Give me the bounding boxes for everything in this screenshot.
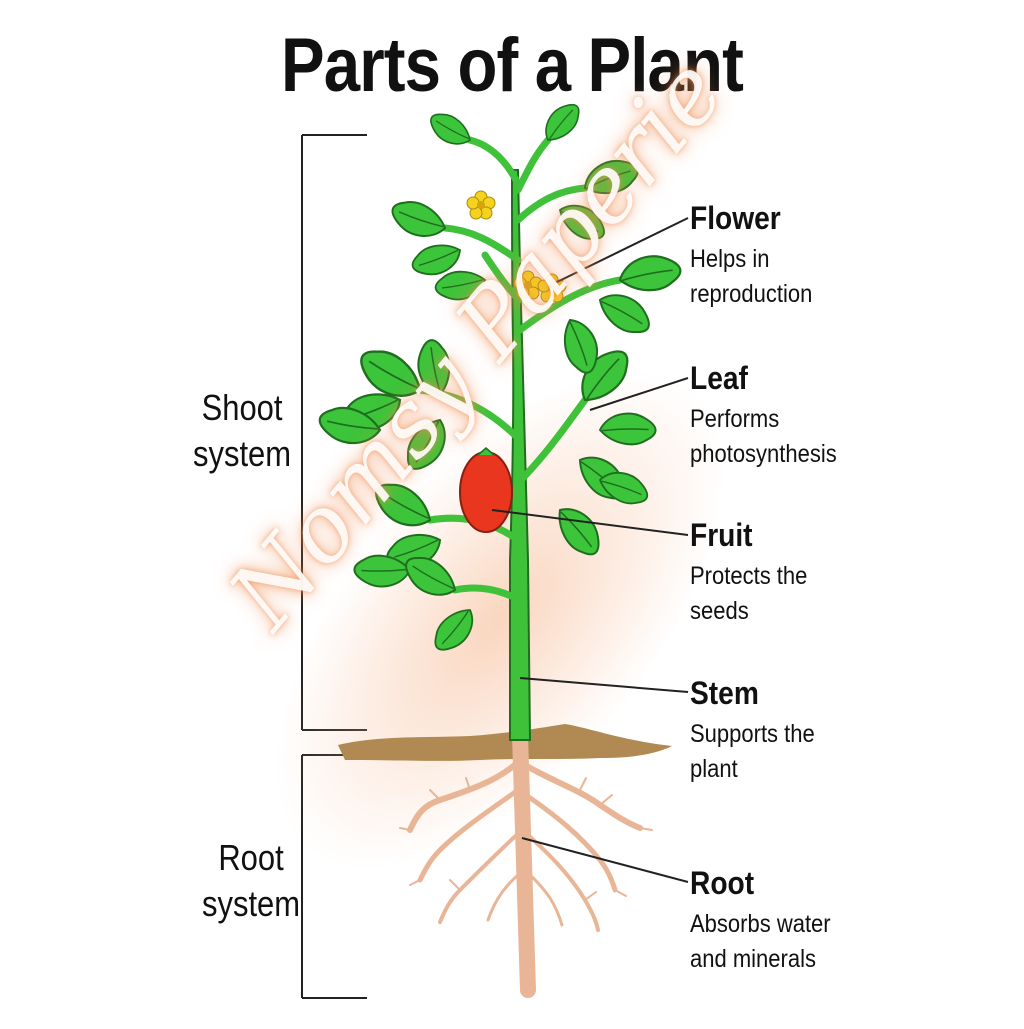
shoot-system-line1: Shoot [201, 387, 283, 428]
part-leaf: Leaf Performs photosynthesis [690, 360, 857, 472]
soil-surface [338, 724, 672, 761]
part-stem: Stem Supports the plant [690, 675, 832, 787]
part-name: Stem [690, 675, 759, 711]
leader-lines [491, 217, 689, 883]
part-description: Protects the seeds [690, 559, 807, 629]
part-description: Helps in reproduction [690, 242, 812, 312]
part-description-line2: seeds [690, 597, 749, 625]
part-description: Absorbs water and minerals [690, 907, 831, 977]
flower-leader [554, 217, 689, 284]
fruit-leader [491, 509, 689, 536]
part-root: Root Absorbs water and minerals [690, 865, 850, 977]
part-description-line2: reproduction [690, 280, 813, 308]
root-illustration [399, 727, 653, 998]
part-description-line1: Supports the [690, 720, 815, 748]
root-leader [521, 837, 689, 883]
page-title: Parts of a Plant [280, 23, 744, 108]
part-description-line2: and minerals [690, 945, 816, 973]
tomato-fruit [459, 451, 513, 533]
root-system-line2: system [202, 883, 301, 924]
part-name: Fruit [690, 517, 753, 553]
part-description: Supports the plant [690, 717, 815, 787]
shoot-system-line2: system [193, 433, 292, 474]
leaf-leader [589, 377, 689, 411]
branches [416, 136, 624, 604]
part-name: Leaf [690, 360, 748, 396]
part-description-line2: photosynthesis [690, 440, 837, 468]
root-system-line1: Root [218, 837, 284, 878]
part-name: Flower [690, 200, 781, 236]
part-description-line1: Protects the [690, 562, 808, 590]
part-description-line1: Absorbs water [690, 910, 831, 938]
shoot-system-label: Shoot system [193, 385, 291, 477]
root-system-label: Root system [202, 835, 300, 927]
part-fruit: Fruit Protects the seeds [690, 517, 823, 629]
stem-leader [519, 677, 689, 693]
part-description-line1: Performs [690, 405, 780, 433]
part-description-line1: Helps in [690, 245, 770, 273]
part-flower: Flower Helps in reproduction [690, 200, 829, 312]
part-description-line2: plant [690, 755, 738, 783]
part-name: Root [690, 865, 755, 901]
part-description: Performs photosynthesis [690, 402, 837, 472]
